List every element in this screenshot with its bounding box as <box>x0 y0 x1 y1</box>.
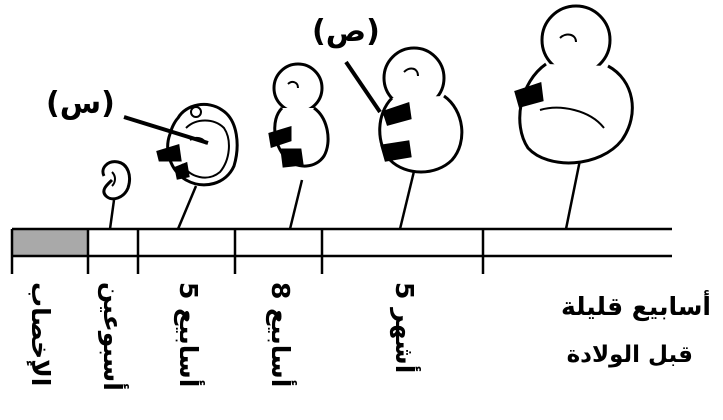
embryo-two-weeks <box>103 162 130 199</box>
label-five-weeks: 5 أسابيع <box>176 282 201 387</box>
marker-pointers <box>124 62 380 143</box>
label-two-weeks: أسبوعين <box>100 282 125 391</box>
embryo-before-birth <box>516 6 632 163</box>
embryo-five-weeks <box>158 104 237 184</box>
embryo-eight-weeks <box>270 64 328 166</box>
fertilization-segment <box>12 229 88 256</box>
label-fertilization: الإخصاب <box>28 282 53 386</box>
embryo-five-months <box>380 48 462 172</box>
marker-y-label: (ص) <box>312 14 380 49</box>
label-before-birth-line2: قبل الولادة <box>567 342 693 368</box>
label-five-months: 5 أشهر <box>392 282 417 373</box>
timeline-bar <box>12 229 672 274</box>
label-eight-weeks: 8 أسابيع <box>268 282 293 387</box>
label-before-birth-line1: أسابيع قليلة <box>561 292 711 321</box>
marker-x-label: (س) <box>46 86 115 121</box>
